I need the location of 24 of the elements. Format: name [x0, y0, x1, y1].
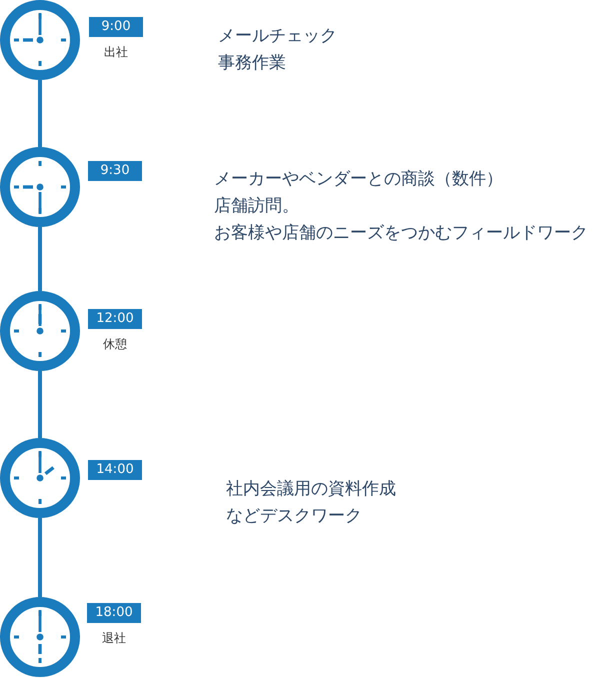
task-description: 店舗訪問。 [214, 195, 299, 217]
task-description: 事務作業 [218, 52, 286, 74]
time-tag: 12:00 [88, 309, 142, 329]
clock-icon [0, 438, 80, 518]
event-label: 退社 [102, 630, 126, 646]
clock-icon [0, 291, 80, 371]
event-label: 出社 [104, 44, 128, 60]
timeline-line [38, 371, 42, 438]
clock-icon [0, 0, 80, 80]
timeline-line [38, 227, 42, 291]
time-tag: 9:30 [88, 161, 142, 181]
task-description: メールチェック [218, 25, 337, 47]
time-tag: 18:00 [87, 603, 141, 623]
time-tag: 14:00 [88, 460, 142, 480]
task-description: 社内会議用の資料作成 [226, 478, 396, 500]
task-description: などデスクワーク [226, 505, 362, 527]
timeline-line [38, 518, 42, 597]
task-description: お客様や店舗のニーズをつかむフィールドワーク [214, 222, 588, 244]
time-tag: 9:00 [89, 17, 143, 37]
clock-icon [0, 147, 80, 227]
clock-icon [0, 597, 80, 677]
task-description: メーカーやベンダーとの商談（数件） [214, 168, 503, 190]
timeline-line [38, 80, 42, 147]
event-label: 休憩 [103, 336, 127, 352]
